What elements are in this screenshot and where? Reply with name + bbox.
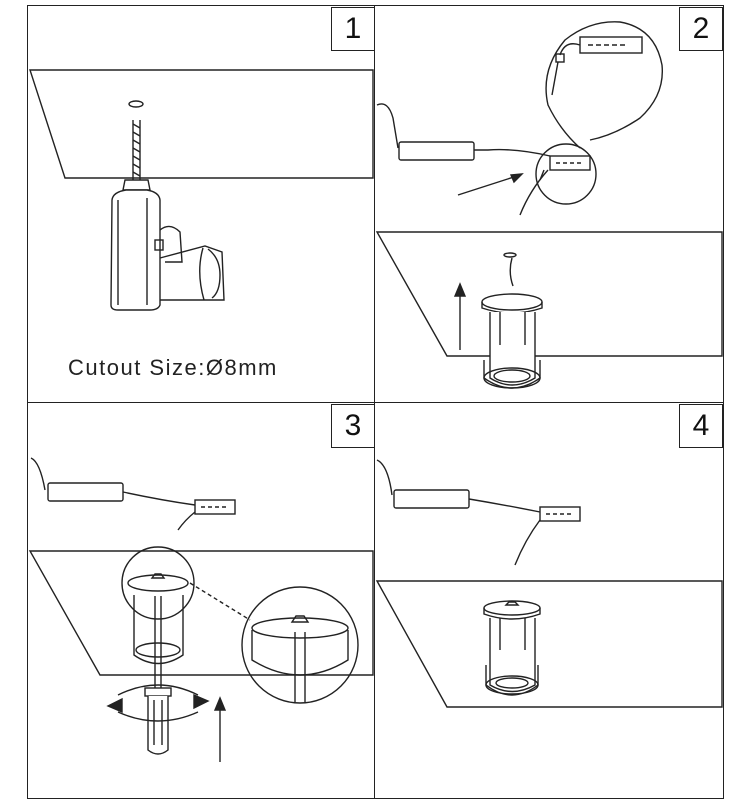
cutout-hole [128, 100, 144, 108]
lamp-install-2 [481, 252, 543, 389]
ceiling-slab-1 [29, 69, 374, 179]
cutout-size-caption: Cutout Size:Ø8mm [68, 355, 278, 380]
magnifier-small-2 [535, 143, 597, 205]
ceiling-slab-4b [375, 580, 723, 708]
step-number-1: 1 [331, 7, 375, 51]
magnifier-guide-3 [189, 582, 251, 621]
step-number-3: 3 [331, 404, 375, 448]
drill-bit [132, 120, 141, 180]
screwdriver-icon [144, 596, 172, 755]
lamp-installed-4 [483, 600, 541, 696]
panel-step-2 [374, 5, 724, 403]
step-number-4: 4 [679, 404, 723, 448]
driver-wiring-3 [30, 457, 236, 531]
lift-arrow-2 [453, 282, 467, 350]
connector-arrow-2 [457, 173, 524, 196]
rotate-arrow-3 [106, 684, 210, 722]
step-number-2: 2 [679, 7, 723, 51]
ceiling-slab-2b [375, 231, 723, 357]
driver-wiring-2 [376, 103, 591, 216]
drill-icon [110, 179, 225, 311]
lift-arrow-3 [213, 696, 227, 762]
panel-step-4 [374, 402, 724, 799]
magnifier-large-2 [545, 21, 664, 149]
panel-step-3 [27, 402, 375, 799]
lamp-screw-3 [121, 546, 195, 665]
ceiling-slab-3b [28, 550, 374, 676]
magnifier-large-3 [241, 586, 359, 704]
driver-wiring-4 [376, 459, 581, 566]
